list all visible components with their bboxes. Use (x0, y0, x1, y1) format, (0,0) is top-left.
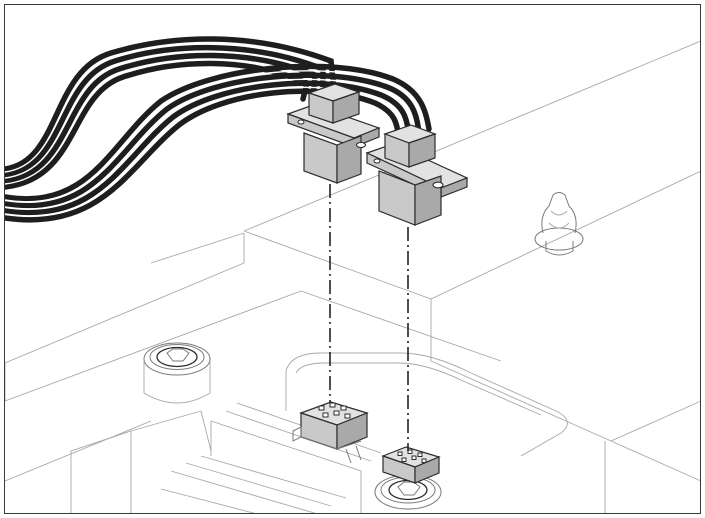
housing-outline (5, 40, 700, 513)
push-rivet-icon (534, 192, 584, 256)
pin-header-icon (381, 446, 441, 484)
connector-plug-icon (286, 83, 381, 184)
mounting-screw-icon (143, 342, 211, 404)
pin-header-icon (292, 401, 369, 464)
diagram-frame (4, 4, 701, 514)
connector-plug-icon (365, 124, 469, 226)
assembly-illustration (5, 36, 700, 513)
alignment-guides (329, 184, 409, 451)
wire-harness-icon (5, 36, 432, 223)
